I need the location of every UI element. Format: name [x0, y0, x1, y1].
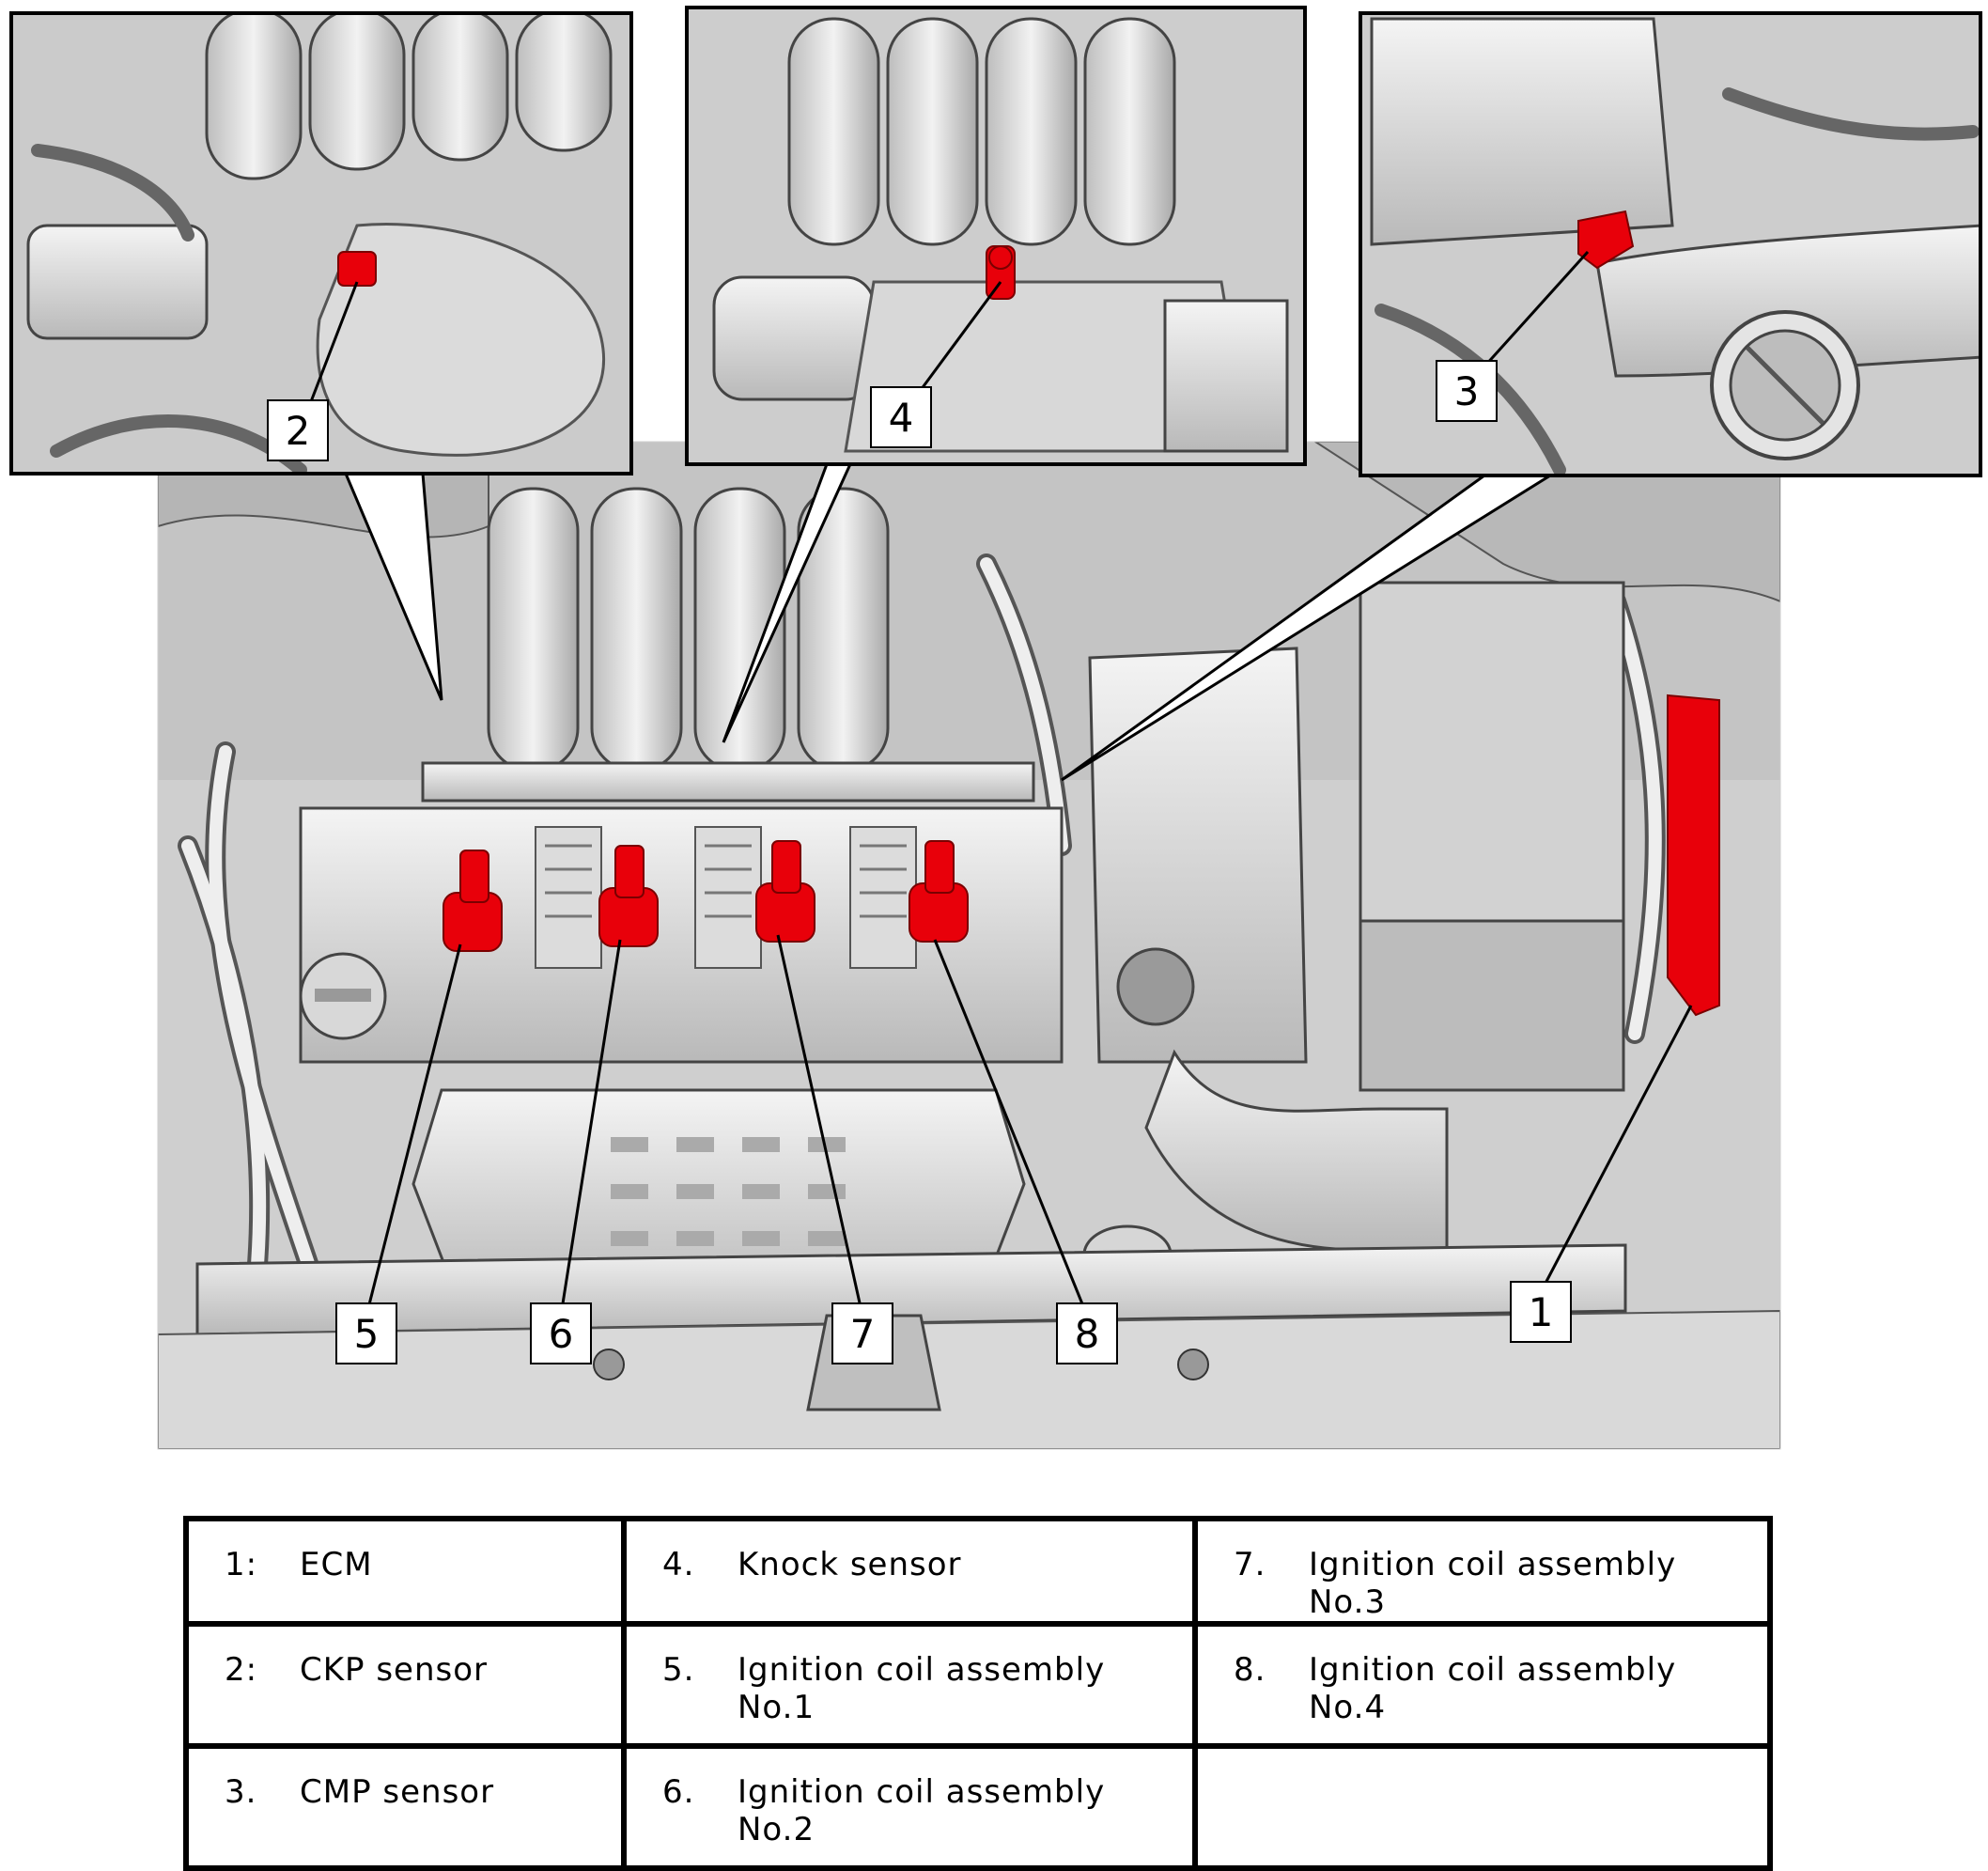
callout-5: 5 [335, 1302, 397, 1364]
legend-label: Ignition coil assembly No.2 [738, 1773, 1106, 1848]
legend-number: 3. [225, 1773, 257, 1811]
callout-1: 1 [1510, 1281, 1572, 1343]
callout-2: 2 [267, 399, 329, 461]
legend-number: 4. [662, 1546, 695, 1583]
inset-ckp [9, 11, 633, 476]
legend-number: 7. [1234, 1546, 1266, 1583]
legend-row: 3. CMP sensor 6. Ignition coil assembly No… [183, 1743, 1773, 1871]
legend-number: 6. [662, 1773, 695, 1811]
legend-table: 1: ECM 4. Knock sensor 7. Ignition coil ass… [183, 1516, 1773, 1871]
legend-row: 1: ECM 4. Knock sensor 7. Ignition coil ass… [183, 1516, 1773, 1627]
callout-6: 6 [530, 1302, 592, 1364]
legend-number: 1: [225, 1546, 258, 1583]
legend-cell: 6. Ignition coil assembly No.2 [621, 1743, 1198, 1871]
highlighted-components [443, 694, 1720, 1017]
callout-3-label: 3 [1454, 368, 1480, 414]
legend-number: 8. [1234, 1651, 1266, 1689]
callout-2-label: 2 [286, 408, 311, 454]
callout-1-label: 1 [1529, 1289, 1554, 1335]
legend-number: 5. [662, 1651, 695, 1689]
callout-5-label: 5 [354, 1311, 380, 1357]
inset-pointers [343, 462, 1556, 782]
callout-8: 8 [1056, 1302, 1118, 1364]
legend-cell: 7. Ignition coil assembly No.3 [1192, 1516, 1773, 1627]
legend-cell: 2: CKP sensor [183, 1621, 627, 1749]
ecm [1667, 694, 1720, 1017]
legend-cell [1192, 1743, 1773, 1871]
callout-7: 7 [831, 1302, 893, 1364]
inset-knock [685, 6, 1307, 466]
legend-number: 2: [225, 1651, 258, 1689]
callout-4: 4 [870, 386, 932, 448]
legend-cell: 5. Ignition coil assembly No.1 [621, 1621, 1198, 1749]
callout-3: 3 [1436, 360, 1498, 422]
legend-label: CMP sensor [300, 1773, 495, 1811]
legend-label: Knock sensor [738, 1546, 962, 1583]
legend-cell: 8. Ignition coil assembly No.4 [1192, 1621, 1773, 1749]
legend-row: 2: CKP sensor 5. Ignition coil assembly No… [183, 1621, 1773, 1749]
legend-cell: 3. CMP sensor [183, 1743, 627, 1871]
callout-4-label: 4 [889, 395, 914, 441]
legend-label: Ignition coil assembly No.4 [1309, 1651, 1677, 1726]
legend-cell: 4. Knock sensor [621, 1516, 1198, 1627]
legend-cell: 1: ECM [183, 1516, 627, 1627]
legend-label: Ignition coil assembly No.3 [1309, 1546, 1677, 1621]
legend-label: Ignition coil assembly No.1 [738, 1651, 1106, 1726]
legend-label: ECM [300, 1546, 373, 1583]
callout-6-label: 6 [549, 1311, 574, 1357]
legend-label: CKP sensor [300, 1651, 489, 1689]
callout-7-label: 7 [850, 1311, 876, 1357]
callout-8-label: 8 [1075, 1311, 1100, 1357]
